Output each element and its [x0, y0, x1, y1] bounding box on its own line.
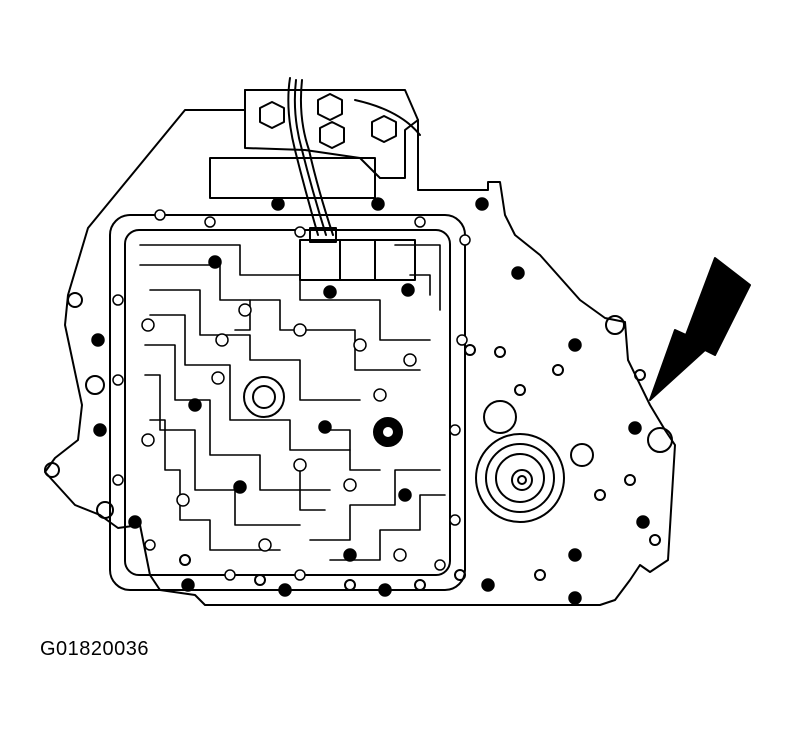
bracket-bolt-heads: [259, 93, 397, 149]
case-holes: [44, 292, 673, 591]
transmission-case-outline: [44, 89, 676, 606]
valve-body-bolts: [91, 197, 650, 605]
transmission-valve-body-drawing: [44, 77, 751, 606]
solenoid-block: [299, 239, 416, 281]
arrow-icon: [649, 257, 751, 401]
valve-body-frame-inner: [124, 229, 451, 576]
harness-connector: [309, 227, 337, 243]
figure-id-label: G01820036: [40, 638, 150, 660]
output-shaft: [475, 433, 565, 523]
upper-bracket: [244, 89, 419, 179]
fluid-passages: [139, 244, 446, 561]
gasket-holes: [112, 209, 471, 581]
valve-body-frame-outer: [109, 214, 466, 591]
solenoid-housing: [209, 157, 376, 199]
wire-harness: [287, 77, 421, 236]
valve-bore-large: [243, 376, 285, 418]
